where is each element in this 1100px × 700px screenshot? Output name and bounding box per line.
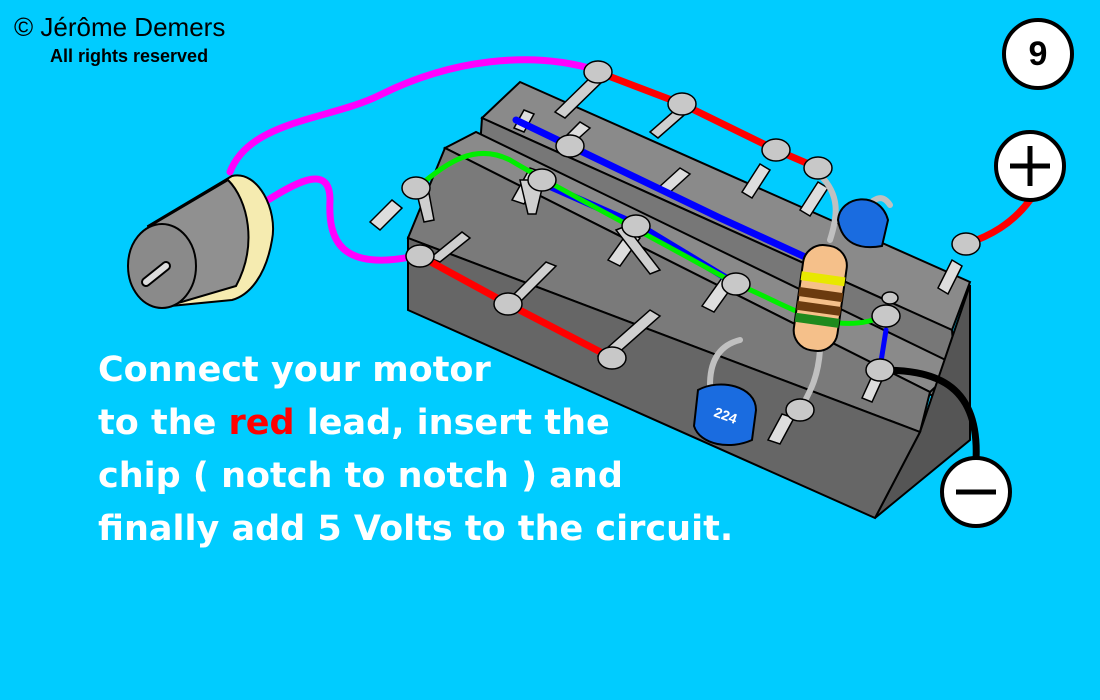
step-number-badge: 9 (1002, 18, 1074, 90)
capacitor-bottom: 224 (692, 383, 758, 447)
instruction-line-1: Connect your motor (98, 350, 491, 390)
resistor (792, 244, 848, 352)
copyright-text: © Jérôme Demers (14, 12, 226, 42)
instruction-line-2: to the red lead, insert the (98, 397, 733, 450)
rights-text: All rights reserved (50, 46, 209, 66)
plus-icon (1010, 146, 1050, 186)
instruction-line-2-pre: to the (98, 403, 229, 443)
motor (127, 174, 275, 309)
motor-lead-1 (226, 56, 600, 176)
instruction-text: Connect your motor to the red lead, inse… (98, 344, 733, 556)
negative-terminal (940, 456, 1012, 528)
capacitor-top (836, 198, 890, 249)
motor-lead-2 (264, 175, 420, 264)
positive-terminal (994, 130, 1066, 202)
red-rail-top (594, 68, 822, 172)
blue-rail-top (512, 116, 820, 266)
contact-pins (401, 60, 981, 422)
instruction-line-3: chip ( notch to notch ) and (98, 456, 623, 496)
red-highlight-word: red (228, 403, 295, 443)
instruction-line-4: finally add 5 Volts to the circuit. (98, 509, 734, 549)
negative-lead (876, 366, 980, 464)
capacitor-value: 224 (712, 404, 740, 427)
instruction-line-2-post: lead, insert the (294, 403, 610, 443)
